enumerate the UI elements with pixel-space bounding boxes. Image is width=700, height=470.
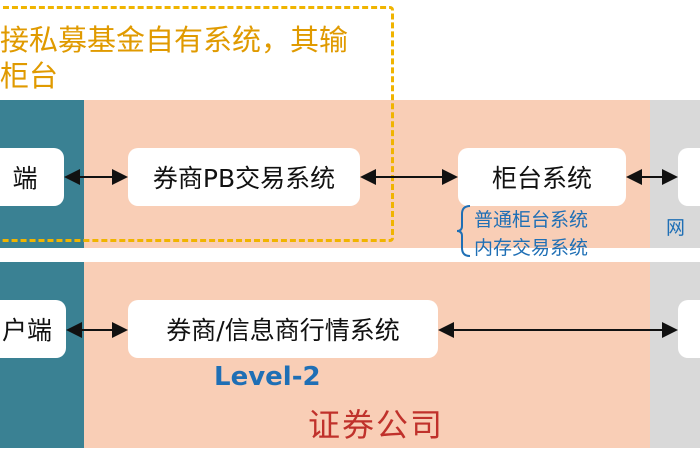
counter-note-memory: 内存交易系统 [474, 237, 589, 259]
callout-text-line1: 接私募基金自有系统，其输 [0, 23, 349, 57]
counter-notes-brace [456, 205, 471, 257]
client-box-bottom: 户端 [0, 300, 66, 358]
counter-note-normal: 普通柜台系统 [474, 209, 589, 231]
callout-text-line2: 柜台 [0, 59, 59, 93]
counter-system-box: 柜台系统 [458, 148, 626, 206]
exchange-note-fragment: 网 [666, 217, 686, 239]
exchange-box-top [678, 148, 700, 206]
client-box-top: 端 [0, 148, 64, 206]
securities-company-label: 证券公司 [308, 406, 445, 444]
callout-dashed-frame [0, 6, 394, 242]
exchange-box-bottom [678, 300, 700, 358]
level2-label: Level-2 [214, 362, 321, 392]
market-data-system-box: 券商/信息商行情系统 [128, 300, 438, 358]
pb-trading-system-box: 券商PB交易系统 [128, 148, 360, 206]
